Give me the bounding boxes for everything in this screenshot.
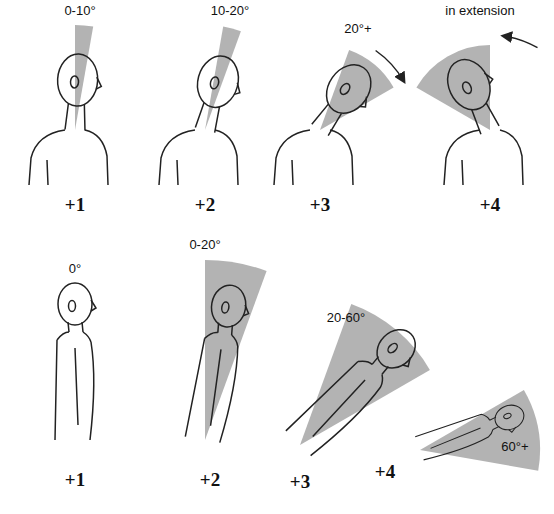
angle-label: in extension xyxy=(445,4,514,18)
score-number: +4 xyxy=(375,462,395,483)
score-number: +3 xyxy=(310,195,330,216)
angle-label: 20°+ xyxy=(344,22,371,36)
score-number: +3 xyxy=(290,472,310,493)
score-number: +1 xyxy=(65,195,85,216)
score-number: +1 xyxy=(65,470,85,491)
angle-label: 10-20° xyxy=(211,4,249,18)
angle-label: 60°+ xyxy=(501,440,528,454)
score-number: +2 xyxy=(200,470,220,491)
angle-label: 0-10° xyxy=(64,4,95,18)
score-number: +2 xyxy=(195,195,215,216)
score-number: +4 xyxy=(480,195,500,216)
angle-label: 0° xyxy=(69,262,81,276)
angle-label: 20-60° xyxy=(327,311,365,325)
angle-label: 0-20° xyxy=(189,238,220,252)
